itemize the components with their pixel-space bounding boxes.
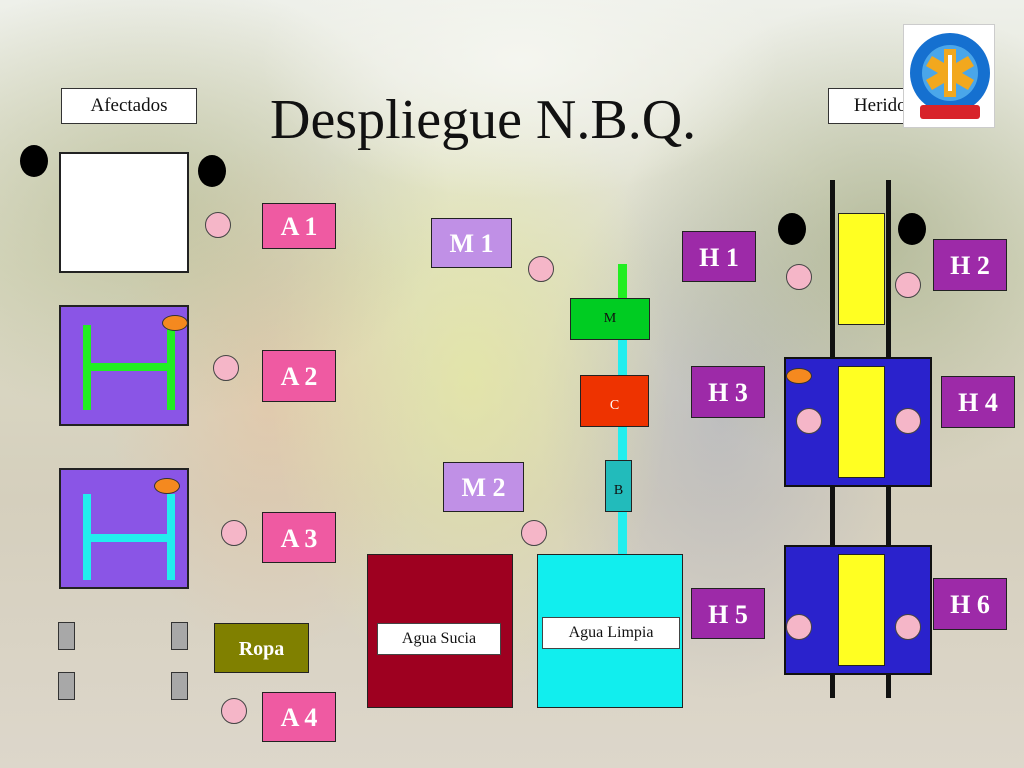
- zone-m1-label: M 1: [431, 218, 512, 268]
- marker-dot: [778, 213, 806, 245]
- decon-panel-cyan: [59, 468, 189, 589]
- pipe-valve-b: B: [605, 460, 632, 512]
- pink-marker: [213, 355, 239, 381]
- orange-marker: [786, 368, 812, 384]
- afectados-tag: Afectados: [61, 88, 197, 124]
- pink-marker: [796, 408, 822, 434]
- dirty-water-label: Agua Sucia: [377, 623, 501, 655]
- zone-a2-label: A 2: [262, 350, 336, 402]
- orange-marker: [154, 478, 180, 494]
- zone-h2-label: H 2: [933, 239, 1007, 291]
- pipe-segment-cyan: [618, 426, 627, 462]
- pipe-valve-c: C: [580, 375, 649, 427]
- h-marker-green-icon: [83, 325, 175, 410]
- samur-logo: [903, 24, 995, 128]
- clean-water-label: Agua Limpia: [542, 617, 680, 649]
- dirty-water-tank: Agua Sucia: [367, 554, 513, 708]
- pipe-valve-m: M: [570, 298, 650, 340]
- zone-h3-label: H 3: [691, 366, 765, 418]
- stretcher-yellow: [838, 554, 885, 666]
- gray-block: [171, 622, 188, 650]
- afectados-entry-box: [59, 152, 189, 273]
- pink-marker: [521, 520, 547, 546]
- pink-marker: [221, 698, 247, 724]
- samur-logo-icon: [910, 33, 990, 119]
- pink-marker: [221, 520, 247, 546]
- zone-h4-label: H 4: [941, 376, 1015, 428]
- zone-h1-label: H 1: [682, 231, 756, 282]
- stretcher-yellow: [838, 366, 885, 478]
- pink-marker: [528, 256, 554, 282]
- zone-a4-label: A 4: [262, 692, 336, 742]
- marker-dot: [20, 145, 48, 177]
- page-title: Despliegue N.B.Q.: [270, 89, 697, 151]
- zone-h5-label: H 5: [691, 588, 765, 639]
- stretcher-yellow: [838, 213, 885, 325]
- gray-block: [58, 622, 75, 650]
- pink-marker: [205, 212, 231, 238]
- zone-a3-label: A 3: [262, 512, 336, 563]
- pipe-segment-green: [618, 264, 627, 300]
- zone-h6-label: H 6: [933, 578, 1007, 630]
- zone-a1-label: A 1: [262, 203, 336, 249]
- marker-dot: [898, 213, 926, 245]
- zone-m2-label: M 2: [443, 462, 524, 512]
- pink-marker: [786, 264, 812, 290]
- gray-block: [171, 672, 188, 700]
- pink-marker: [895, 408, 921, 434]
- pink-marker: [895, 614, 921, 640]
- marker-dot: [198, 155, 226, 187]
- orange-marker: [162, 315, 188, 331]
- ropa-label: Ropa: [214, 623, 309, 673]
- h-marker-cyan-icon: [83, 494, 175, 580]
- pipe-segment-cyan: [618, 510, 627, 556]
- gray-block: [58, 672, 75, 700]
- clean-water-tank: Agua Limpia: [537, 554, 683, 708]
- pipe-segment-cyan: [618, 338, 627, 376]
- pink-marker: [895, 272, 921, 298]
- pink-marker: [786, 614, 812, 640]
